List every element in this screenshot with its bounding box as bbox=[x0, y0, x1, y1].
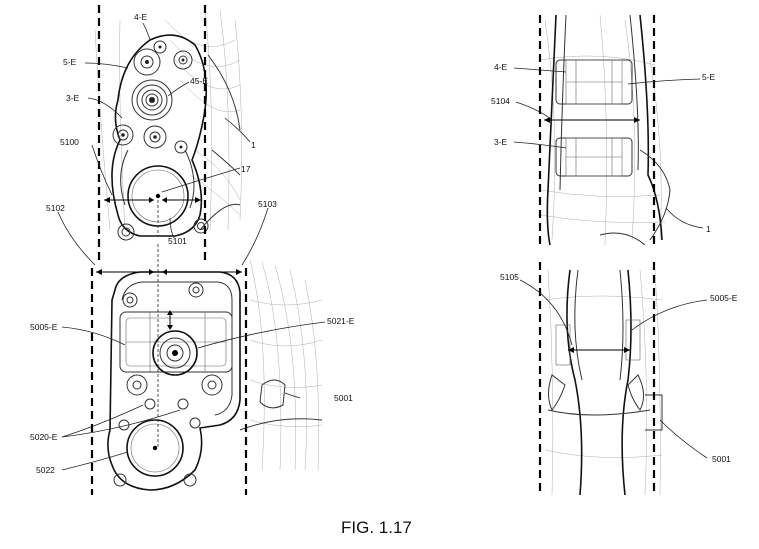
label-45-e: 45-E bbox=[190, 76, 208, 86]
label-3-e-top-left: 3-E bbox=[66, 93, 80, 103]
label-17: 17 bbox=[241, 164, 251, 174]
label-5022: 5022 bbox=[36, 465, 55, 475]
top-left-mesh bbox=[94, 9, 242, 231]
bottom-left-mesh bbox=[249, 259, 323, 471]
label-5005-e-right: 5005-E bbox=[710, 293, 738, 303]
label-5-e-top-right: 5-E bbox=[702, 72, 716, 82]
label-5100: 5100 bbox=[60, 137, 79, 147]
label-5101: 5101 bbox=[168, 236, 187, 246]
label-5001-right: 5001 bbox=[712, 454, 731, 464]
top-right-view: 4-E 5-E 5104 3-E 1 bbox=[491, 14, 716, 248]
figure-caption: FIG. 1.17 bbox=[341, 518, 412, 537]
label-5105: 5105 bbox=[500, 272, 519, 282]
label-1-top-left: 1 bbox=[251, 140, 256, 150]
label-1-top-right: 1 bbox=[706, 224, 711, 234]
label-5-e-top-left: 5-E bbox=[63, 57, 77, 67]
label-5005-e-left: 5005-E bbox=[30, 322, 58, 332]
label-4-e-top-right: 4-E bbox=[494, 62, 508, 72]
bottom-right-view: 5105 5005-E 5001 bbox=[500, 262, 738, 496]
label-5001-left: 5001 bbox=[334, 393, 353, 403]
label-3-e-top-right: 3-E bbox=[494, 137, 508, 147]
bottom-left-view: 5102 5103 5005-E 5021-E 5001 5020-E 5022 bbox=[30, 199, 355, 495]
label-4-e-top-left: 4-E bbox=[134, 12, 148, 22]
label-5021-e: 5021-E bbox=[327, 316, 355, 326]
top-right-mesh bbox=[539, 14, 666, 246]
label-5103: 5103 bbox=[258, 199, 277, 209]
label-5104: 5104 bbox=[491, 96, 510, 106]
label-5020-e: 5020-E bbox=[30, 432, 58, 442]
label-5102: 5102 bbox=[46, 203, 65, 213]
top-left-view: 4-E 5-E 45-E 3-E 1 5100 17 5101 bbox=[60, 5, 256, 262]
bottom-right-mesh bbox=[544, 269, 663, 496]
